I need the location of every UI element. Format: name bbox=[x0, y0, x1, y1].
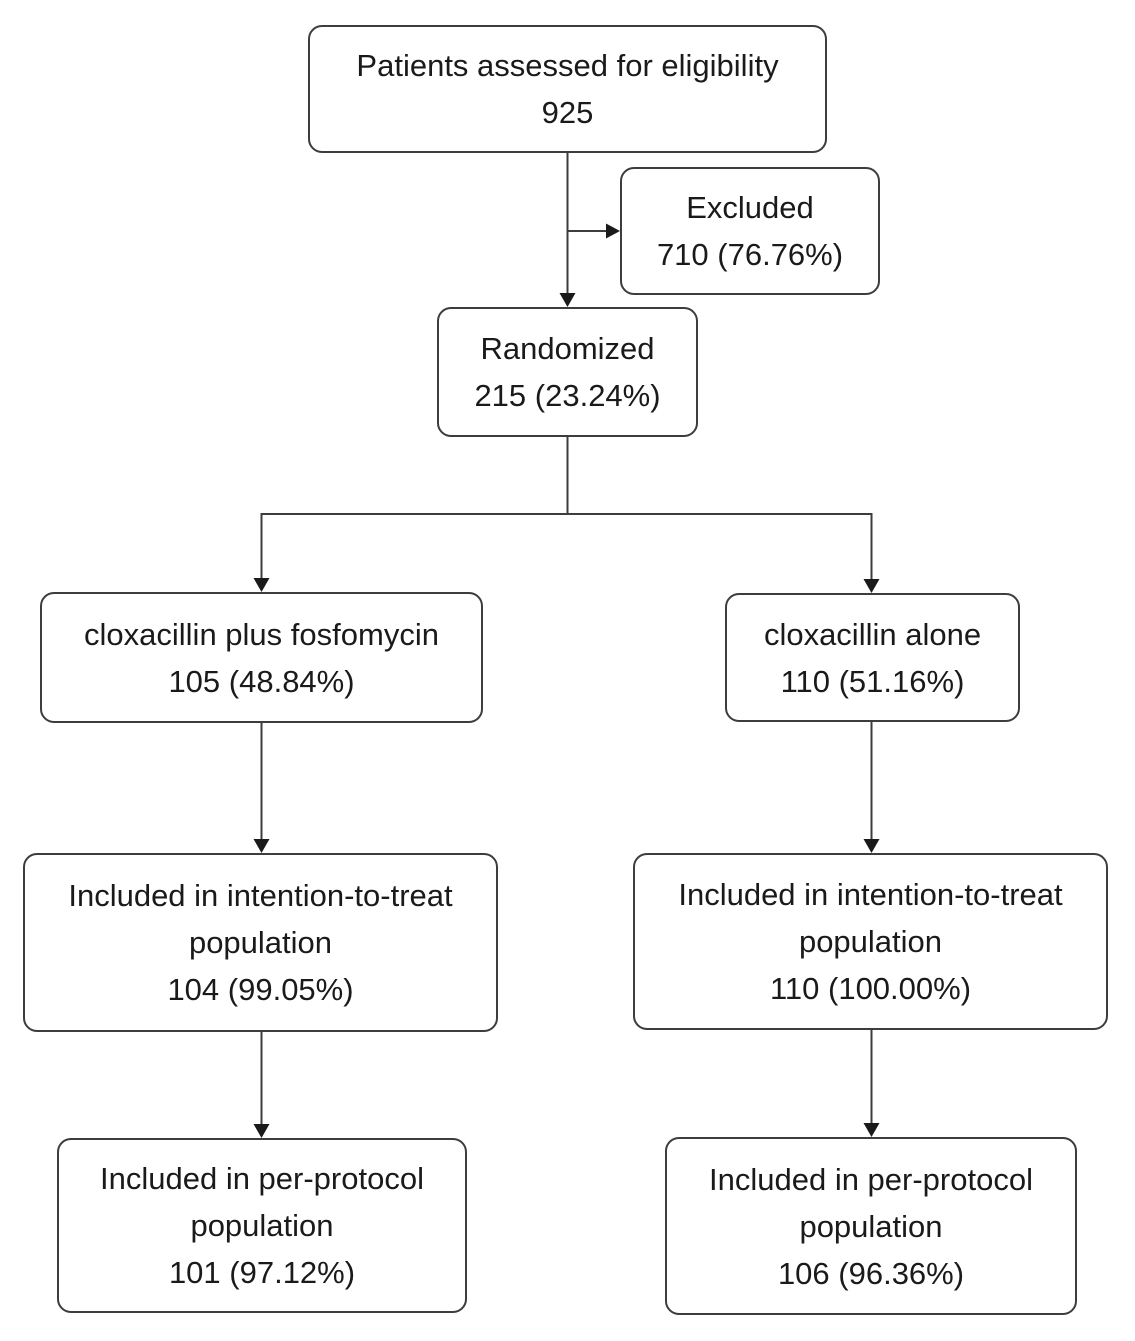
node-value: 110 (51.16%) bbox=[780, 663, 965, 699]
node-pp-cloxacillin-plus-fosfomycin: Included in per-protocol population 101 … bbox=[57, 1138, 467, 1313]
node-label: Randomized bbox=[480, 331, 655, 366]
arrowhead-randomized bbox=[559, 293, 576, 307]
node-value: 106 (96.36%) bbox=[777, 1255, 965, 1291]
node-label: Included in intention-to-treat populatio… bbox=[68, 878, 453, 960]
node-value: 925 bbox=[541, 95, 594, 130]
node-value: 104 (99.05%) bbox=[167, 972, 354, 1007]
node-arm-cloxacillin-plus-fosfomycin: cloxacillin plus fosfomycin 105 (48.84%) bbox=[40, 592, 483, 723]
node-itt-cloxacillin-plus-fosfomycin: Included in intention-to-treat populatio… bbox=[23, 853, 498, 1032]
arrowhead-arm-mono bbox=[863, 579, 880, 593]
node-value: 105 (48.84%) bbox=[168, 663, 355, 699]
node-label: Included in per-protocol population bbox=[100, 1161, 424, 1243]
arrowhead-pp-mono bbox=[863, 1123, 880, 1137]
node-label: Excluded bbox=[686, 190, 814, 225]
arrowhead-arm-combo bbox=[253, 578, 270, 592]
node-value: 101 (97.12%) bbox=[168, 1255, 356, 1290]
node-arm-cloxacillin-alone: cloxacillin alone 110 (51.16%) bbox=[725, 593, 1020, 722]
arrowhead-pp-combo bbox=[253, 1124, 270, 1138]
node-assessed-for-eligibility: Patients assessed for eligibility 925 bbox=[308, 25, 827, 153]
node-label: cloxacillin alone bbox=[763, 616, 982, 652]
node-value: 110 (100.00%) bbox=[769, 971, 972, 1006]
node-value: 215 (23.24%) bbox=[474, 378, 661, 413]
arrowhead-itt-mono bbox=[863, 839, 880, 853]
node-label: Patients assessed for eligibility bbox=[356, 48, 779, 83]
node-label: Included in per-protocol population bbox=[709, 1161, 1033, 1244]
node-pp-cloxacillin-alone: Included in per-protocol population 106 … bbox=[665, 1137, 1077, 1315]
arrowhead-itt-combo bbox=[253, 839, 270, 853]
node-excluded: Excluded 710 (76.76%) bbox=[620, 167, 880, 295]
node-label: Included in intention-to-treat populatio… bbox=[678, 877, 1063, 959]
node-itt-cloxacillin-alone: Included in intention-to-treat populatio… bbox=[633, 853, 1108, 1030]
node-value: 710 (76.76%) bbox=[656, 237, 844, 272]
arrowhead-excluded bbox=[606, 223, 620, 239]
node-label: cloxacillin plus fosfomycin bbox=[84, 616, 439, 652]
node-randomized: Randomized 215 (23.24%) bbox=[437, 307, 698, 437]
